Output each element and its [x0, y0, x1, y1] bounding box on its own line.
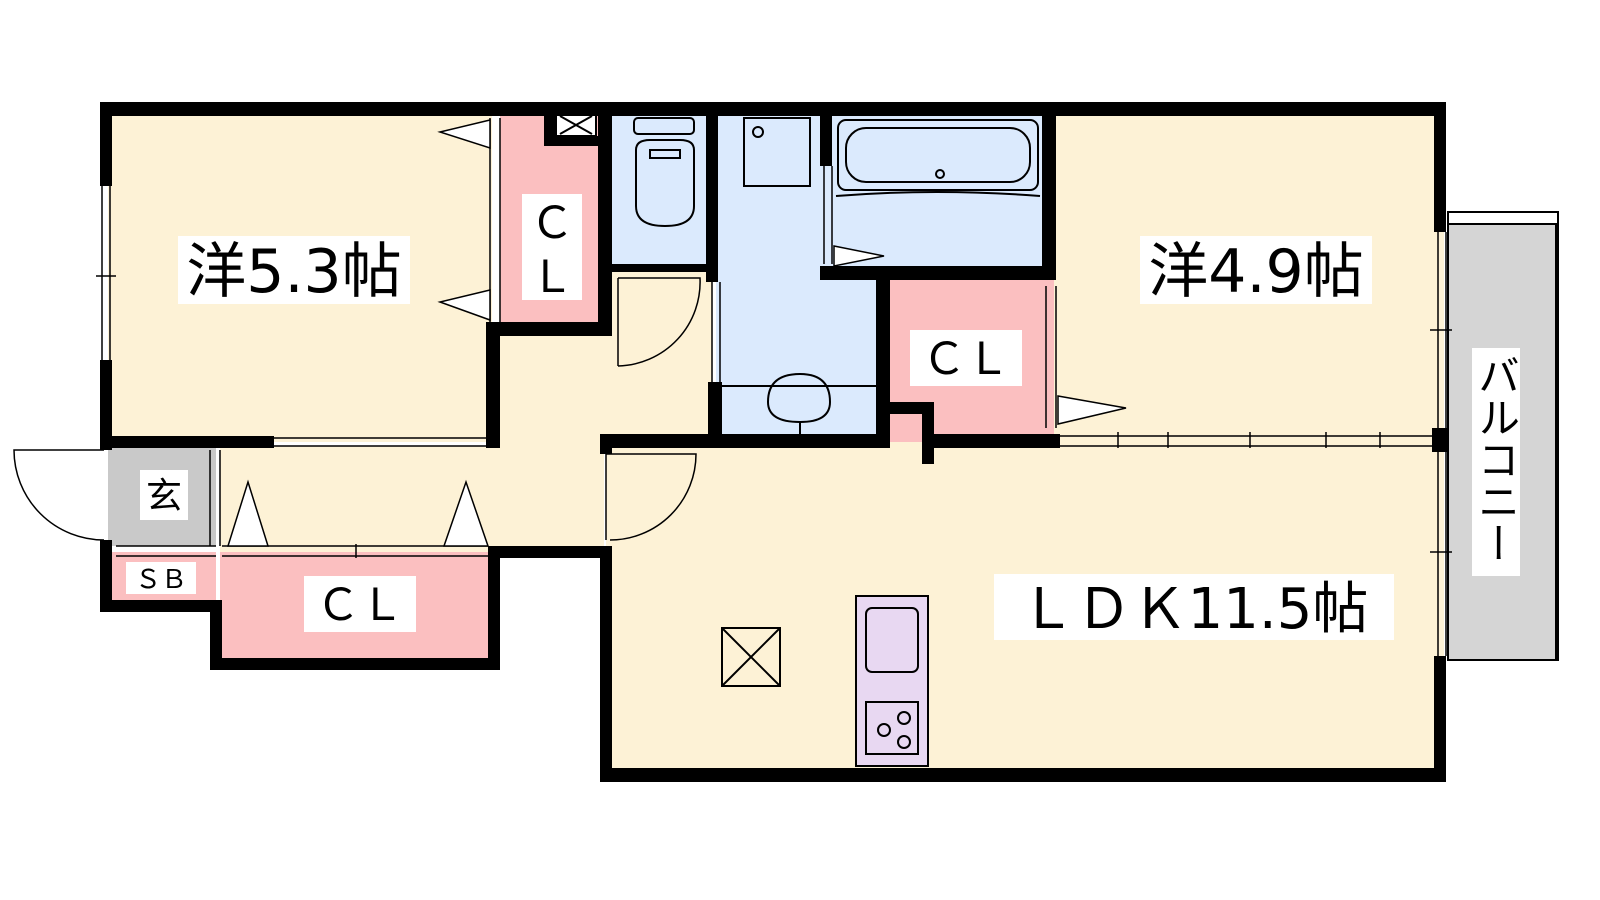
wall-top — [100, 102, 1446, 116]
label-bg-closet-bottom — [304, 576, 416, 632]
washing-machine — [743, 117, 811, 187]
fold-marker-3 — [226, 479, 270, 547]
toilet-door-arc — [617, 277, 701, 367]
burner-3 — [897, 735, 911, 749]
wall-shoebox-bottom — [100, 600, 222, 612]
toilet-bowl — [635, 139, 695, 228]
bathtub-outer — [837, 119, 1039, 191]
wall-ldk-left — [600, 546, 612, 782]
wall-closet-mid-bottom — [930, 434, 1060, 448]
walls — [100, 102, 1448, 782]
openings — [13, 118, 1452, 656]
wall-closet-mid-left — [876, 270, 890, 448]
burner-2 — [897, 711, 911, 725]
refrigerator-x2 — [721, 627, 781, 687]
washing-machine-dot — [752, 126, 764, 138]
label-balcony: バルコニー — [1472, 354, 1521, 564]
wall-closet-top-right — [598, 102, 612, 336]
hallway-upper — [612, 270, 712, 442]
wall-left-room-bottom — [100, 436, 274, 448]
wall-toilet-right — [706, 102, 718, 282]
bathtub-drain — [935, 169, 945, 179]
fold-marker-4 — [442, 479, 490, 547]
wall-bath-left-top — [820, 102, 832, 166]
wall-right-mid — [1432, 428, 1448, 452]
label-bg-western-left — [178, 236, 410, 304]
wall-closet-bottom-right — [488, 552, 500, 670]
wall-toilet-bottom-stub — [606, 264, 716, 272]
fold-marker-6 — [1057, 395, 1127, 425]
fold-marker-2 — [437, 289, 491, 322]
wall-closet-mid-notch-v — [922, 402, 934, 464]
hallway — [220, 330, 712, 552]
wall-left-room-right — [486, 324, 500, 448]
toilet-seat — [649, 149, 681, 159]
label-closet-top-left-1: Ｃ — [530, 198, 574, 249]
wall-closet-bottom-bottom — [210, 658, 500, 670]
label-closet-bottom: ＣＬ — [316, 580, 404, 631]
label-western-right: 洋4.9帖 — [1148, 237, 1363, 307]
wall-left-upper — [100, 102, 112, 186]
kitchen-sink — [865, 607, 919, 673]
label-bg-western-right — [1140, 236, 1372, 304]
wall-closet-mid-notch — [880, 402, 934, 414]
bathtub-floor-edge — [835, 191, 1041, 197]
label-bg-closet-middle — [910, 330, 1022, 386]
wall-bath-bottom — [820, 266, 1056, 280]
wall-bottom-ldk — [600, 768, 1446, 782]
wall-closet-bottom-left — [210, 600, 222, 670]
wash-basin — [766, 372, 832, 424]
wall-wash-left-lower — [708, 382, 722, 446]
label-bg-entrance — [140, 470, 188, 520]
label-entrance: 玄 — [146, 476, 182, 517]
wall-vent-bottom — [544, 136, 604, 146]
labels: 洋5.3帖 洋4.9帖 ＬＤＫ11.5帖 Ｃ Ｌ ＣＬ ＣＬ 玄 ＳＢ バルコニ… — [126, 194, 1521, 642]
label-bg-ldk — [994, 574, 1394, 640]
wall-right-lower — [1434, 656, 1446, 780]
refrigerator-space — [721, 627, 781, 687]
label-closet-top-left-2: Ｌ — [530, 252, 574, 303]
fold-marker-1 — [437, 119, 491, 150]
wall-closet-top-bottom — [486, 322, 612, 336]
label-ldk: ＬＤＫ11.5帖 — [1020, 577, 1369, 642]
label-bg-closet-top-left — [522, 194, 582, 300]
folding-door-markers — [226, 119, 1127, 547]
wall-shoebox-left — [100, 540, 112, 612]
label-closet-middle: ＣＬ — [922, 334, 1010, 385]
wall-vent-left — [544, 102, 556, 146]
bathtub-inner — [845, 127, 1031, 183]
burner-1 — [877, 723, 891, 737]
toilet-tank — [633, 117, 695, 135]
wall-bath-right — [1042, 102, 1056, 280]
washroom — [716, 110, 882, 442]
fold-marker-5 — [833, 245, 885, 267]
label-bg-shoe-box — [126, 562, 196, 594]
wall-left-mid — [100, 360, 112, 450]
label-shoe-box: ＳＢ — [135, 565, 187, 595]
wall-wash-bottom — [600, 434, 890, 448]
entrance-door — [13, 449, 105, 541]
fixtures — [555, 113, 1041, 767]
ldk-door-arc — [606, 453, 697, 541]
vent-x2 — [559, 115, 593, 135]
kitchen-stove — [865, 701, 919, 755]
wall-right-upper — [1434, 102, 1446, 232]
label-bg-balcony — [1472, 348, 1520, 576]
wall-hall-bottom — [488, 546, 612, 558]
label-western-left: 洋5.3帖 — [186, 237, 401, 307]
